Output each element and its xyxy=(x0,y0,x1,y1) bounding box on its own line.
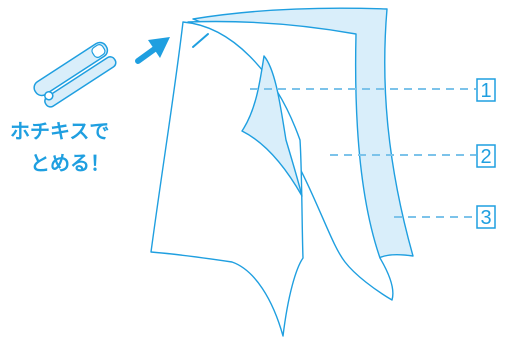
staple-mark xyxy=(192,33,209,48)
arrow-icon xyxy=(135,37,170,64)
sheet-2 xyxy=(187,20,394,301)
callout-box-1 xyxy=(476,78,496,102)
callout-number-3: 3 xyxy=(480,207,491,229)
callout-box-2 xyxy=(476,144,496,168)
stapler-icon xyxy=(33,41,117,108)
callout-number-2: 2 xyxy=(480,146,491,168)
callout-box-3 xyxy=(476,205,496,229)
caption-line-2: とめる！ xyxy=(30,151,110,175)
callout-number-1: 1 xyxy=(480,80,491,102)
caption-line-1: ホチキスで xyxy=(10,119,109,143)
sheet-1-curl xyxy=(241,55,303,197)
